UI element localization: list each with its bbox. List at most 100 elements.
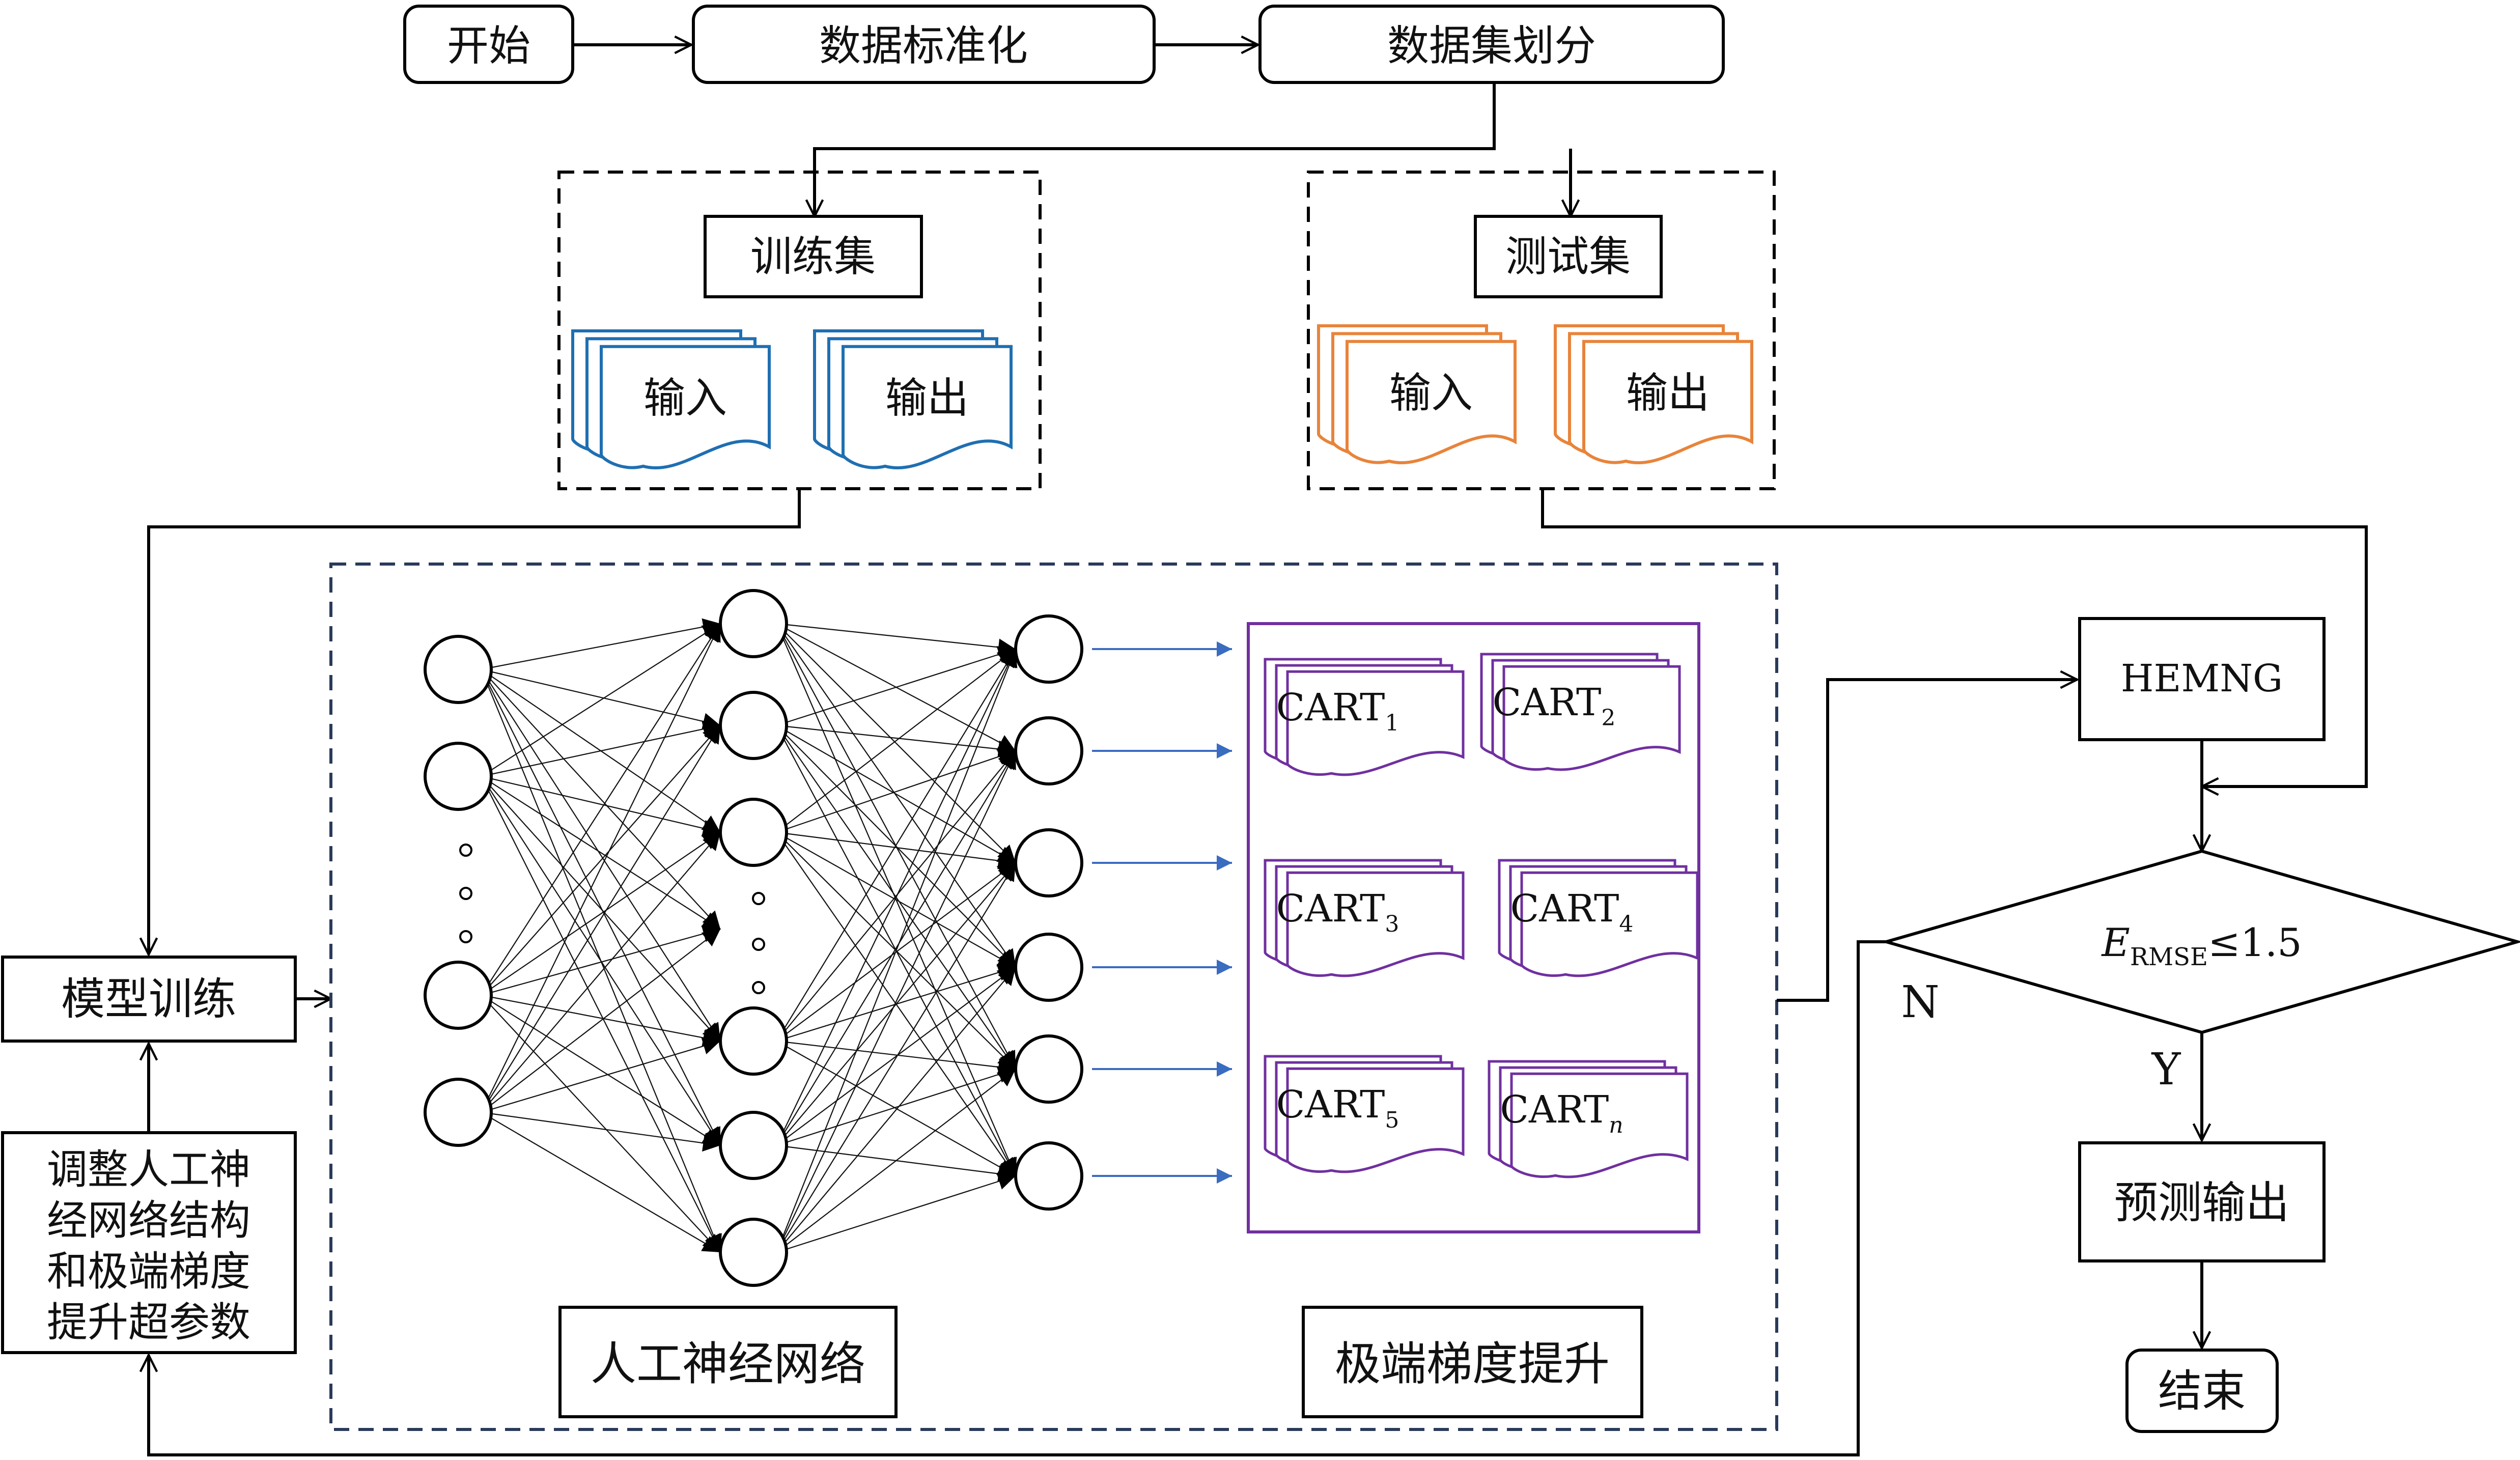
ann-neurons	[424, 589, 1083, 1287]
ann-edge-1	[481, 668, 721, 730]
ann-edge-9	[481, 775, 721, 837]
ellipsis-dots	[459, 844, 765, 994]
ann-edge-40	[776, 649, 1016, 833]
ann-edge-11	[481, 776, 721, 1146]
standardize-node: 数据标准化	[692, 5, 1156, 84]
xgb-label: 极端梯度提升	[1335, 1337, 1610, 1391]
arrow-no-loop-to-adjust	[149, 940, 1886, 1456]
cart-ensemble-box	[1247, 622, 1700, 1233]
cart-tree-2-sheet-1	[1502, 665, 1681, 771]
ann-edge-18	[481, 995, 721, 1146]
ann-edge-21	[481, 623, 721, 1113]
input-neuron-3	[424, 961, 493, 1030]
dot-hidden-3	[752, 981, 765, 994]
ann-edge-52	[776, 649, 1016, 1146]
train-output-sheet-1	[842, 345, 1013, 469]
ann-edge-8	[481, 720, 721, 777]
hidden-neuron-3	[719, 798, 788, 867]
output-neuron-2	[1014, 716, 1083, 785]
hidden-neuron-4	[719, 1006, 788, 1076]
adjust-line-3: 和极端梯度	[47, 1248, 250, 1295]
cart-tree-3-subscript: 3	[1385, 911, 1399, 937]
cart-tree-2: CART2	[1480, 653, 1681, 771]
xgb-label-box: 极端梯度提升	[1302, 1306, 1643, 1418]
ann-edge-50	[776, 1040, 1016, 1076]
ann-edge-14	[481, 623, 721, 996]
standardize-label: 数据标准化	[819, 22, 1028, 70]
hidden-neuron-1	[719, 589, 788, 658]
ann-edge-27	[481, 929, 721, 1113]
cart-tree-3-label: CART3	[1276, 887, 1399, 937]
condition-threshold: ≤1.5	[2208, 920, 2302, 965]
cart-tree-5-subscript: 5	[1385, 1107, 1399, 1133]
ann-edge-54	[776, 862, 1016, 1146]
test-set-box: 测试集	[1474, 215, 1663, 298]
cart-tree-6-base: CART	[1500, 1088, 1609, 1132]
predict-box: 预测输出	[2078, 1141, 2326, 1262]
ann-edge-22	[481, 725, 721, 1113]
ann-edge-7	[481, 623, 721, 777]
ann-label-box: 人工神经网络	[558, 1306, 898, 1418]
start-node: 开始	[403, 5, 574, 84]
test-input-sheet-1	[1346, 340, 1517, 464]
ann-edge-24	[481, 1037, 721, 1113]
predict-label: 预测输出	[2114, 1177, 2289, 1228]
dot-input-2	[459, 887, 472, 900]
ann-edge-56	[776, 1066, 1016, 1146]
ann-edge-25	[481, 1111, 721, 1152]
ann-edge-12	[481, 776, 721, 1253]
ann-edge-16	[481, 832, 721, 996]
cart-tree-4-sheet-1	[1520, 871, 1699, 977]
end-label: 结束	[2158, 1366, 2246, 1417]
yes-label: Y	[2151, 1044, 2181, 1095]
arrow-test-to-condition	[1541, 490, 2368, 787]
condition-symbol: E	[2101, 920, 2130, 965]
cart-tree-1-sheet-1	[1286, 670, 1465, 776]
ann-to-cart-arrows	[1092, 641, 1232, 1184]
ann-edge-6	[481, 669, 721, 930]
ann-edge-26	[481, 1112, 721, 1253]
ann-edge-3	[481, 669, 721, 1042]
cart-tree-4-subscript: 4	[1619, 911, 1633, 937]
ann-edge-19	[481, 995, 721, 1253]
ann-edge-46	[776, 649, 1016, 1042]
ann-edge-63	[776, 1173, 1016, 1253]
hidden-neuron-6	[719, 1218, 788, 1287]
ann-edge-62	[776, 1069, 1016, 1253]
adjust-params-box: 调整人工神 经网络结构 和极端梯度 提升超参数	[1, 1131, 297, 1354]
output-neuron-3	[1014, 828, 1083, 897]
cart-tree-6-label: CARTn	[1500, 1088, 1623, 1138]
output-neuron-4	[1014, 933, 1083, 1002]
ann-edge-37	[776, 725, 1016, 968]
ann-edge-30	[776, 623, 1016, 863]
ann-edge-59	[776, 750, 1016, 1253]
cart-tree-4-base: CART	[1510, 887, 1619, 931]
ann-edge-10	[481, 776, 721, 1042]
cart-tree-5: CART5	[1264, 1055, 1465, 1173]
train-input-label: 输入	[643, 374, 727, 423]
cart-tree-6: CARTn	[1488, 1060, 1689, 1178]
train-set-label: 训练集	[750, 233, 876, 281]
no-label: N	[1901, 977, 1939, 1028]
train-input-sheet-1	[600, 345, 771, 469]
output-neuron-1	[1014, 614, 1083, 684]
cart-tree-5-label: CART5	[1276, 1083, 1399, 1133]
cart-tree-3: CART3	[1264, 859, 1465, 977]
ann-connections	[481, 618, 1018, 1253]
ann-edge-53	[776, 750, 1016, 1146]
cart-tree-1-subscript: 1	[1385, 710, 1399, 736]
dot-input-3	[459, 930, 472, 943]
cart-tree-4: CART4	[1498, 859, 1699, 977]
ann-edge-61	[776, 967, 1016, 1253]
cart-tree-1-base: CART	[1276, 686, 1385, 729]
cart-tree-3-sheet-1	[1286, 871, 1465, 977]
condition-diamond: ERMSE≤1.5	[1881, 849, 2520, 1034]
output-neuron-5	[1014, 1034, 1083, 1104]
cart-tree-2-label: CART2	[1493, 681, 1616, 731]
ann-edge-4	[481, 669, 721, 1146]
cart-tree-5-base: CART	[1276, 1083, 1385, 1127]
arrow-split-to-train	[815, 82, 1496, 216]
ann-edge-23	[481, 832, 721, 1113]
ann-edge-34	[776, 646, 1016, 726]
ann-edge-36	[776, 725, 1016, 863]
